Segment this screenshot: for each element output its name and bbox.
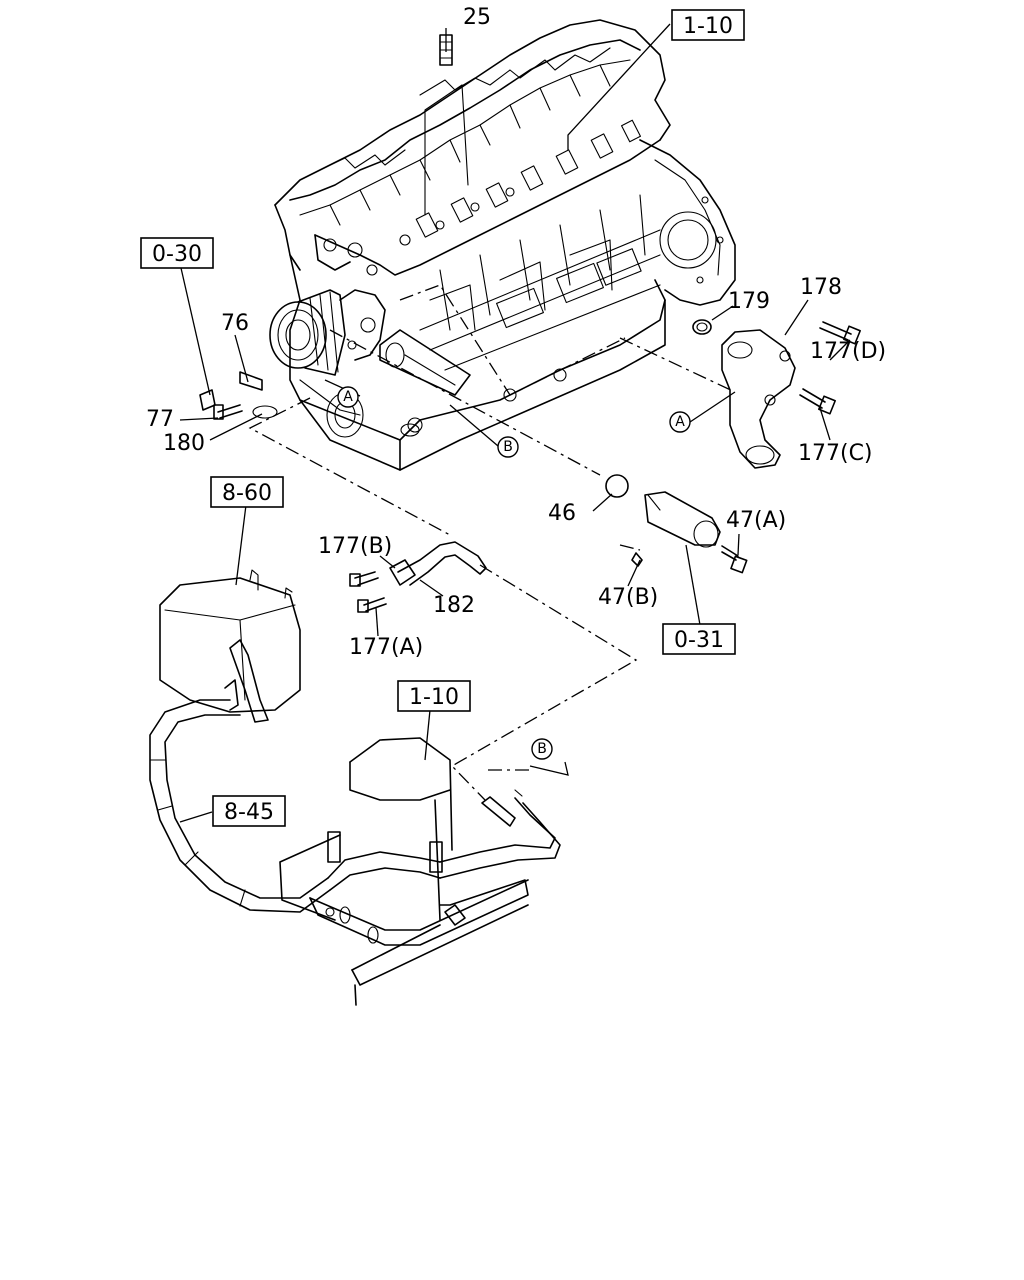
part-178-label: 178 <box>800 275 842 300</box>
part-177b-label: 177(B) <box>318 534 392 559</box>
marker-b-engine: B <box>497 436 519 458</box>
reservoir-tank-drawing <box>159 569 301 723</box>
ref-box-8-60: 8-60 <box>210 476 284 508</box>
ref-0-30-label: 0-30 <box>152 242 202 267</box>
ref-box-1-10-top: 1-10 <box>671 9 745 41</box>
svg-text:A: A <box>343 389 353 405</box>
marker-a-thermostat: A <box>669 411 691 433</box>
marker-a-engine: A <box>337 386 359 408</box>
part-177d-label: 177(D) <box>810 339 886 364</box>
leader-lines <box>179 23 851 823</box>
water-pipe-drawing <box>605 474 748 574</box>
part-47a-label: 47(A) <box>726 508 786 533</box>
svg-text:B: B <box>503 439 513 455</box>
fasteners-front-drawing <box>199 34 453 420</box>
svg-text:B: B <box>537 741 547 757</box>
part-25-label: 25 <box>463 5 491 30</box>
engine-block-drawing <box>269 19 736 471</box>
ref-0-31-label: 0-31 <box>674 628 724 653</box>
o-ring-46 <box>605 474 629 498</box>
ref-1-10-bottom-label: 1-10 <box>409 685 459 710</box>
hose-182-drawing <box>349 541 487 613</box>
part-47b-label: 47(B) <box>598 585 658 610</box>
part-179-label: 179 <box>728 289 770 314</box>
part-180-label: 180 <box>163 431 205 456</box>
ref-1-10-top-label: 1-10 <box>683 14 733 39</box>
ref-8-45-label: 8-45 <box>224 800 274 825</box>
marker-b-hose: B <box>531 738 553 760</box>
hoses-drawing <box>149 699 561 913</box>
part-177a-label: 177(A) <box>349 635 423 660</box>
part-77-label: 77 <box>146 407 174 432</box>
part-177c-label: 177(C) <box>798 441 873 466</box>
ref-box-0-30: 0-30 <box>140 237 214 269</box>
ref-box-1-10-bottom: 1-10 <box>397 680 471 712</box>
ref-box-0-31: 0-31 <box>662 623 736 655</box>
o-ring-179 <box>692 319 712 335</box>
part-46-label: 46 <box>548 501 576 526</box>
part-182-label: 182 <box>433 593 475 618</box>
ref-8-60-label: 8-60 <box>222 481 272 506</box>
part-76-label: 76 <box>221 311 249 336</box>
thermostat-housing-drawing <box>692 319 861 469</box>
ref-box-8-45: 8-45 <box>212 795 286 827</box>
radiator-drawing <box>279 737 529 1006</box>
svg-text:A: A <box>675 414 685 430</box>
